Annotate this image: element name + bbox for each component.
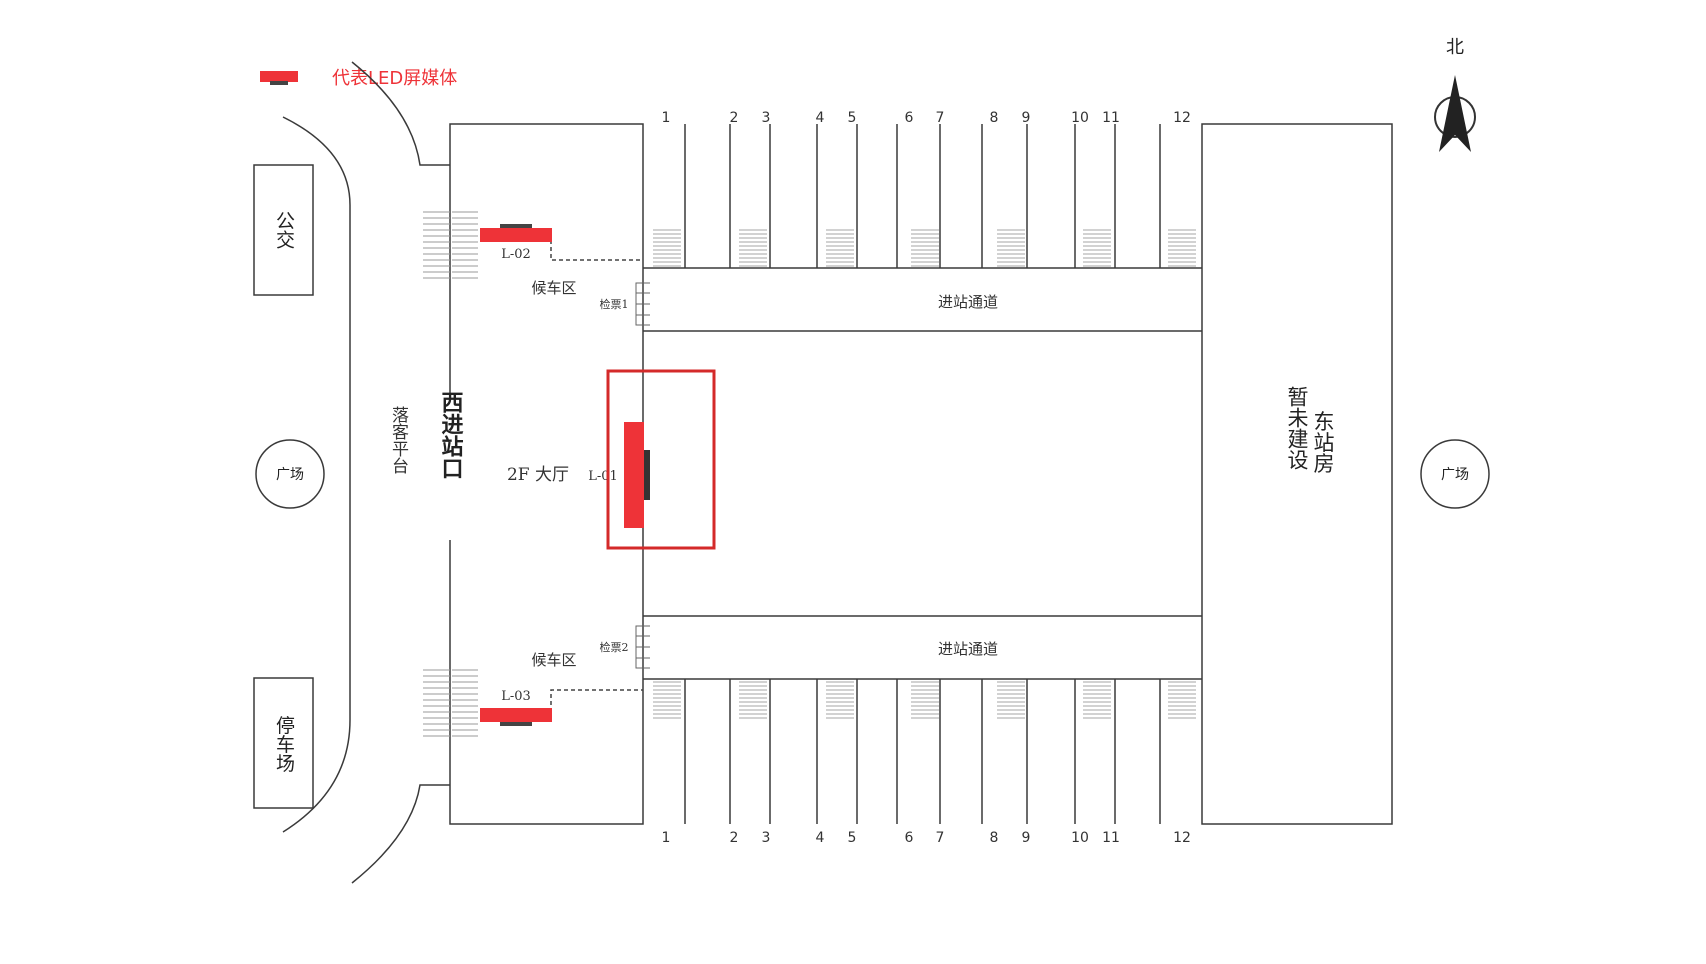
bus-label: 公交 (273, 211, 295, 249)
platform-number-bottom-2: 2 (730, 830, 739, 846)
platform-stairs-bottom-4 (911, 681, 939, 719)
platform-number-bottom-4: 4 (816, 830, 825, 846)
platform-stairs-bottom-2 (739, 681, 767, 719)
led-screen-l01: L-01 (588, 422, 650, 528)
plaza-east: 广场 (1420, 439, 1490, 509)
platform-number-top-10: 10 (1071, 110, 1089, 126)
east-station-line1: 东站房 (1311, 411, 1335, 474)
parking-label: 停车场 (273, 715, 295, 772)
platform-number-bottom-7: 7 (936, 830, 945, 846)
platform-number-bottom-12: 12 (1173, 830, 1191, 846)
legend-led-mount (270, 81, 288, 85)
compass: 北 (1434, 37, 1476, 152)
platform-number-bottom-5: 5 (848, 830, 857, 846)
road-outer-curve (282, 116, 351, 833)
platform-number-bottom-6: 6 (905, 830, 914, 846)
ticket-check-2-label: 检票2 (600, 640, 629, 654)
platform-number-bottom-11: 11 (1102, 830, 1120, 846)
platform-number-bottom-3: 3 (762, 830, 771, 846)
platform-number-top-4: 4 (816, 110, 825, 126)
platform-number-bottom-9: 9 (1022, 830, 1031, 846)
dashed-connector-bottom (550, 689, 643, 712)
platform-number-top-1: 1 (662, 110, 671, 126)
platform-stairs-top-3 (826, 229, 854, 267)
north-label: 北 (1446, 37, 1464, 58)
west-stairs-bottom (423, 669, 478, 737)
led-screen-l02: L-02 (480, 224, 552, 262)
plaza-east-label: 广场 (1441, 467, 1469, 483)
platform-stairs-bottom-5 (997, 681, 1025, 719)
waiting-area-top: 候车区 (531, 279, 576, 297)
north-arrow-icon (1439, 75, 1471, 152)
platform-stairs-top-4 (911, 229, 939, 267)
corridors (643, 267, 1202, 680)
road-bottom-ramp (351, 784, 450, 884)
platform-number-top-6: 6 (905, 110, 914, 126)
platform-number-top-8: 8 (990, 110, 999, 126)
ticket-gate-2: 检票2 (600, 625, 650, 669)
alighting-platform-label: 落客平台 (388, 406, 409, 474)
platform-number-top-11: 11 (1102, 110, 1120, 126)
east-station: 东站房 暂未建设 (1201, 123, 1393, 825)
platform-number-bottom-1: 1 (662, 830, 671, 846)
platform-stairs-top-6 (1083, 229, 1111, 267)
platform-number-top-2: 2 (730, 110, 739, 126)
platform-number-top-7: 7 (936, 110, 945, 126)
platform-stairs-top-2 (739, 229, 767, 267)
plaza-west: 广场 (255, 439, 325, 509)
waiting-area-bottom: 候车区 (531, 651, 576, 669)
plaza-west-label: 广场 (276, 467, 304, 483)
platform-number-top-12: 12 (1173, 110, 1191, 126)
legend-led-swatch (260, 71, 298, 82)
bus-box: 公交 (253, 164, 314, 296)
highlight-box (606, 369, 716, 550)
platform-number-top-5: 5 (848, 110, 857, 126)
west-entrance-label: 西进站口 (438, 391, 464, 479)
led-screen-l03: L-03 (480, 689, 552, 726)
platform-number-top-3: 3 (762, 110, 771, 126)
platform-stairs-bottom-1 (653, 681, 681, 719)
west-stairs-top (423, 211, 478, 279)
dashed-connector-top (550, 240, 643, 261)
legend: 代表LED屏媒体 (260, 68, 457, 89)
ticket-gate-1: 检票1 (600, 282, 650, 326)
west-road (282, 61, 450, 884)
legend-label: 代表LED屏媒体 (332, 68, 457, 89)
screen-label-l03: L-03 (501, 689, 531, 704)
platform-stairs-top-1 (653, 229, 681, 267)
platform-number-bottom-8: 8 (990, 830, 999, 846)
screen-label-l01: L-01 (588, 469, 618, 484)
platform-stairs-bottom-6 (1083, 681, 1111, 719)
screen-label-l02: L-02 (501, 247, 531, 262)
platform-stairs-top-7 (1168, 229, 1196, 267)
corridor-bottom-label: 进站通道 (938, 640, 998, 658)
east-station-line2: 暂未建设 (1285, 386, 1309, 470)
platform-number-bottom-10: 10 (1071, 830, 1089, 846)
parking-box: 停车场 (253, 677, 314, 809)
platform-number-top-9: 9 (1022, 110, 1031, 126)
hall-label: 2F 大厅 (507, 465, 569, 485)
platform-stairs-top-5 (997, 229, 1025, 267)
corridor-top-label: 进站通道 (938, 293, 998, 311)
platform-stairs-bottom-3 (826, 681, 854, 719)
road-top-ramp (351, 61, 450, 166)
ticket-check-1-label: 检票1 (600, 297, 629, 311)
platform-stairs-bottom-7 (1168, 681, 1196, 719)
